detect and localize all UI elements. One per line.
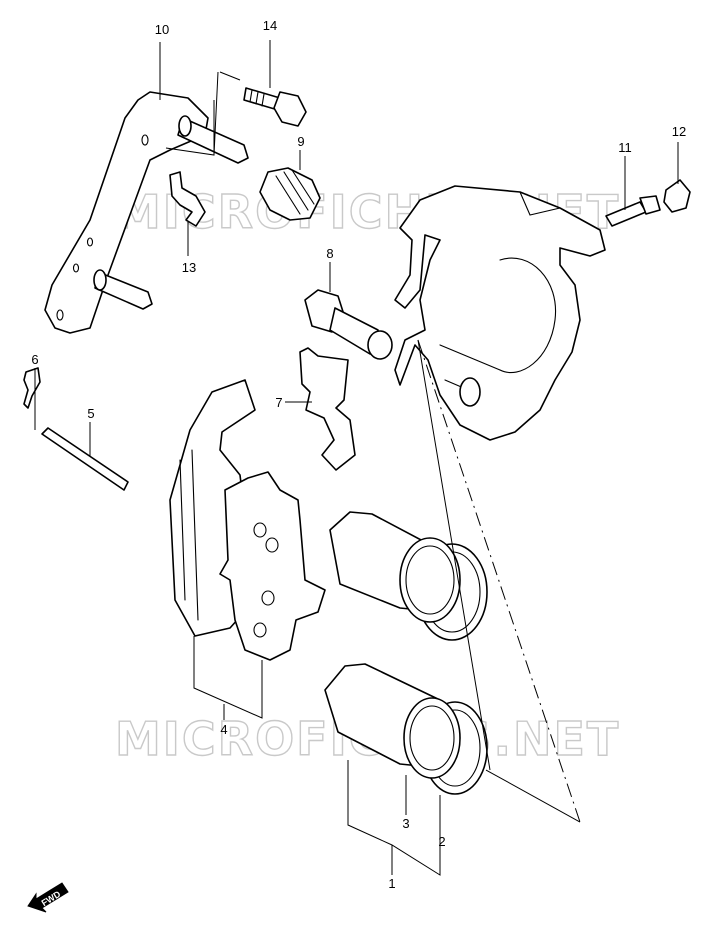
part-11-bleeder	[605, 195, 661, 227]
callout-4: 4	[220, 722, 227, 737]
callout-8: 8	[326, 246, 333, 261]
part-7-spring	[299, 347, 356, 471]
callout-3: 3	[402, 816, 409, 831]
part-9-boot	[259, 167, 321, 221]
callout-10: 10	[155, 22, 169, 37]
callout-9: 9	[297, 134, 304, 149]
callout-11: 11	[618, 140, 632, 155]
part-13-clip	[169, 171, 206, 227]
callout-12: 12	[672, 124, 686, 139]
callout-14: 14	[263, 18, 277, 33]
caliper-body	[394, 185, 606, 441]
part-5-pin	[41, 427, 129, 491]
part-14-bolt	[243, 87, 307, 127]
part-12-cap	[663, 179, 691, 213]
part-10-bracket	[44, 91, 249, 334]
piston-lower	[324, 663, 488, 795]
part-6-clip	[23, 367, 41, 409]
callout-6: 6	[31, 352, 38, 367]
callout-1: 1	[388, 876, 395, 891]
piston-upper	[329, 511, 488, 641]
callout-7: 7	[275, 395, 282, 410]
callout-5: 5	[87, 406, 94, 421]
part-4-pads	[169, 379, 326, 661]
callout-13: 13	[182, 260, 196, 275]
fwd-arrow-icon: FWD	[27, 882, 69, 913]
part-8-pin	[304, 289, 393, 360]
callout-2: 2	[438, 834, 445, 849]
